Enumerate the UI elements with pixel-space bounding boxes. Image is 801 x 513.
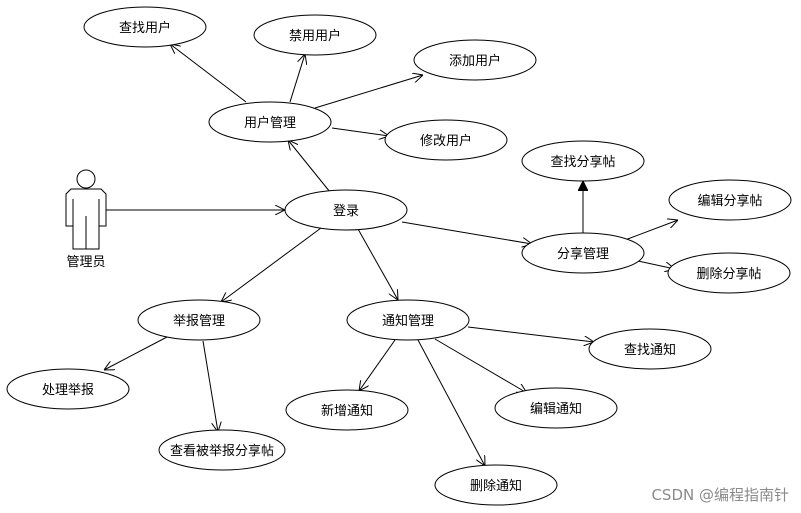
use-case-label: 编辑通知 [530, 401, 582, 417]
watermark: CSDN @编程指南针 [651, 486, 789, 504]
edge-notice-mgmt-add-notice [359, 339, 396, 391]
edge-report-mgmt-handle-report [104, 336, 168, 370]
use-case-user-mgmt[interactable]: 用户管理 [208, 101, 332, 143]
edge-login-share-mgmt [401, 221, 532, 244]
edge-user-mgmt-add-user [314, 75, 423, 109]
edge-user-mgmt-find-user [170, 44, 247, 103]
use-case-label: 添加用户 [449, 53, 501, 69]
use-case-label: 修改用户 [420, 133, 472, 149]
use-case-label: 删除分享帖 [696, 266, 761, 282]
use-case-label: 处理举报 [42, 383, 94, 398]
use-case-report-mgmt[interactable]: 举报管理 [137, 299, 261, 341]
use-case-label: 分享管理 [557, 246, 609, 262]
use-case-share-mgmt[interactable]: 分享管理 [521, 232, 645, 274]
use-case-delete-share[interactable]: 删除分享帖 [667, 252, 791, 294]
edge-notice-mgmt-edit-notice [434, 338, 527, 393]
use-case-label: 通知管理 [382, 313, 434, 329]
use-case-login[interactable]: 登录 [284, 189, 408, 231]
use-case-add-notice[interactable]: 新增通知 [285, 389, 409, 431]
use-case-label: 用户管理 [244, 115, 296, 131]
use-case-find-share[interactable]: 查找分享帖 [521, 140, 645, 182]
use-case-edit-share[interactable]: 编辑分享帖 [668, 179, 792, 221]
use-case-edit-notice[interactable]: 编辑通知 [494, 387, 618, 429]
use-case-label: 编辑分享帖 [697, 193, 762, 209]
edge-user-mgmt-ban-user [289, 54, 305, 103]
actor-label: 管理员 [66, 255, 105, 270]
use-case-ban-user[interactable]: 禁用用户 [253, 14, 377, 56]
use-case-find-user[interactable]: 查找用户 [83, 6, 207, 48]
use-case-notice-mgmt[interactable]: 通知管理 [346, 299, 470, 341]
actor-admin[interactable] [65, 169, 107, 250]
use-case-label: 查找用户 [119, 20, 171, 36]
use-case-find-notice[interactable]: 查找通知 [588, 328, 712, 370]
edge-report-mgmt-view-reported [202, 340, 218, 432]
use-case-label: 登录 [333, 204, 359, 219]
use-case-label: 查看被举报分享帖 [170, 443, 274, 459]
use-case-delete-notice[interactable]: 删除通知 [434, 464, 558, 506]
use-case-label: 新增通知 [321, 403, 373, 419]
edge-share-mgmt-delete-share [637, 260, 675, 269]
edge-notice-mgmt-find-notice [467, 326, 594, 342]
edge-login-user-mgmt [288, 140, 331, 193]
edge-share-mgmt-edit-share [624, 220, 678, 241]
use-case-handle-report[interactable]: 处理举报 [6, 368, 130, 410]
use-case-modify-user[interactable]: 修改用户 [384, 119, 508, 161]
connectors [104, 44, 678, 466]
use-case-label: 禁用用户 [289, 28, 341, 44]
edge-notice-mgmt-delete-notice [417, 339, 485, 466]
use-case-label: 删除通知 [470, 478, 522, 494]
edge-login-report-mgmt [221, 227, 322, 302]
use-case-label: 举报管理 [173, 314, 225, 329]
use-case-label: 查找通知 [624, 342, 676, 358]
use-case-label: 查找分享帖 [550, 154, 615, 170]
actor-head [76, 169, 96, 189]
use-case-add-user[interactable]: 添加用户 [413, 39, 537, 81]
edge-login-notice-mgmt [357, 228, 398, 300]
edge-user-mgmt-modify-user [331, 127, 389, 136]
use-case-view-reported[interactable]: 查看被举报分享帖 [158, 429, 286, 471]
